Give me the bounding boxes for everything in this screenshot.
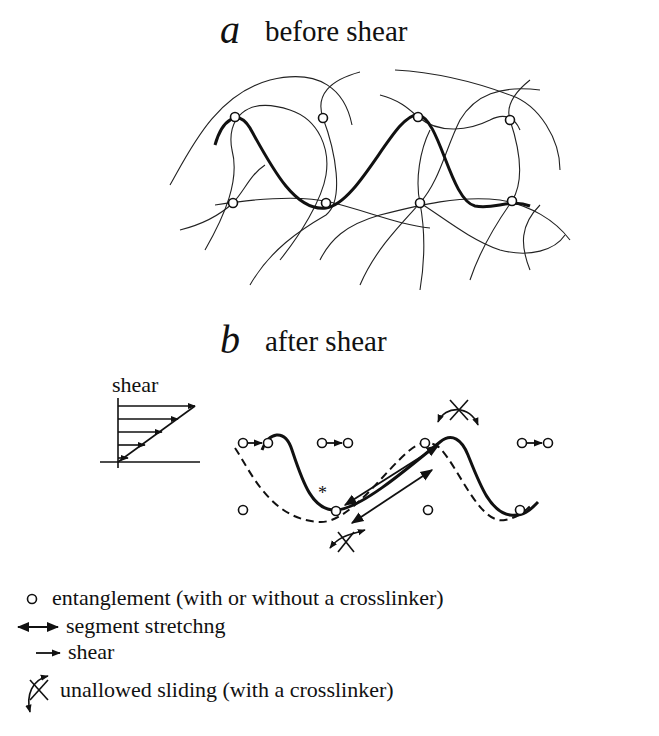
legend-text: unallowed sliding (with a crosslinker) — [60, 678, 394, 702]
panel-letter: a — [220, 8, 240, 52]
panel-title: before shear — [265, 16, 408, 48]
segment-stretching — [345, 446, 438, 523]
unallowed-sliding — [438, 400, 478, 425]
shear-profile — [100, 398, 200, 468]
unallowed-sliding — [330, 530, 365, 552]
sliding-sample — [29, 676, 48, 712]
legend-text: entanglement (with or without a crosslin… — [52, 586, 444, 610]
shear-displacement — [247, 442, 542, 444]
tagged-chain — [215, 115, 530, 208]
shear-sample — [36, 652, 60, 654]
shear-label: shear — [112, 373, 158, 397]
sheared-chain — [262, 435, 538, 515]
entanglement-sample — [28, 595, 37, 604]
asterisk-mark: * — [318, 484, 327, 504]
panel-letter: b — [220, 318, 240, 362]
stretching-sample — [18, 626, 58, 628]
original-chain — [235, 443, 532, 522]
legend-text: segment stretchng — [66, 614, 225, 638]
entanglement-points — [239, 439, 553, 516]
entanglement-points — [229, 113, 517, 208]
network-chains — [170, 70, 570, 290]
panel-title: after shear — [265, 326, 387, 358]
legend-text: shear — [68, 640, 114, 664]
